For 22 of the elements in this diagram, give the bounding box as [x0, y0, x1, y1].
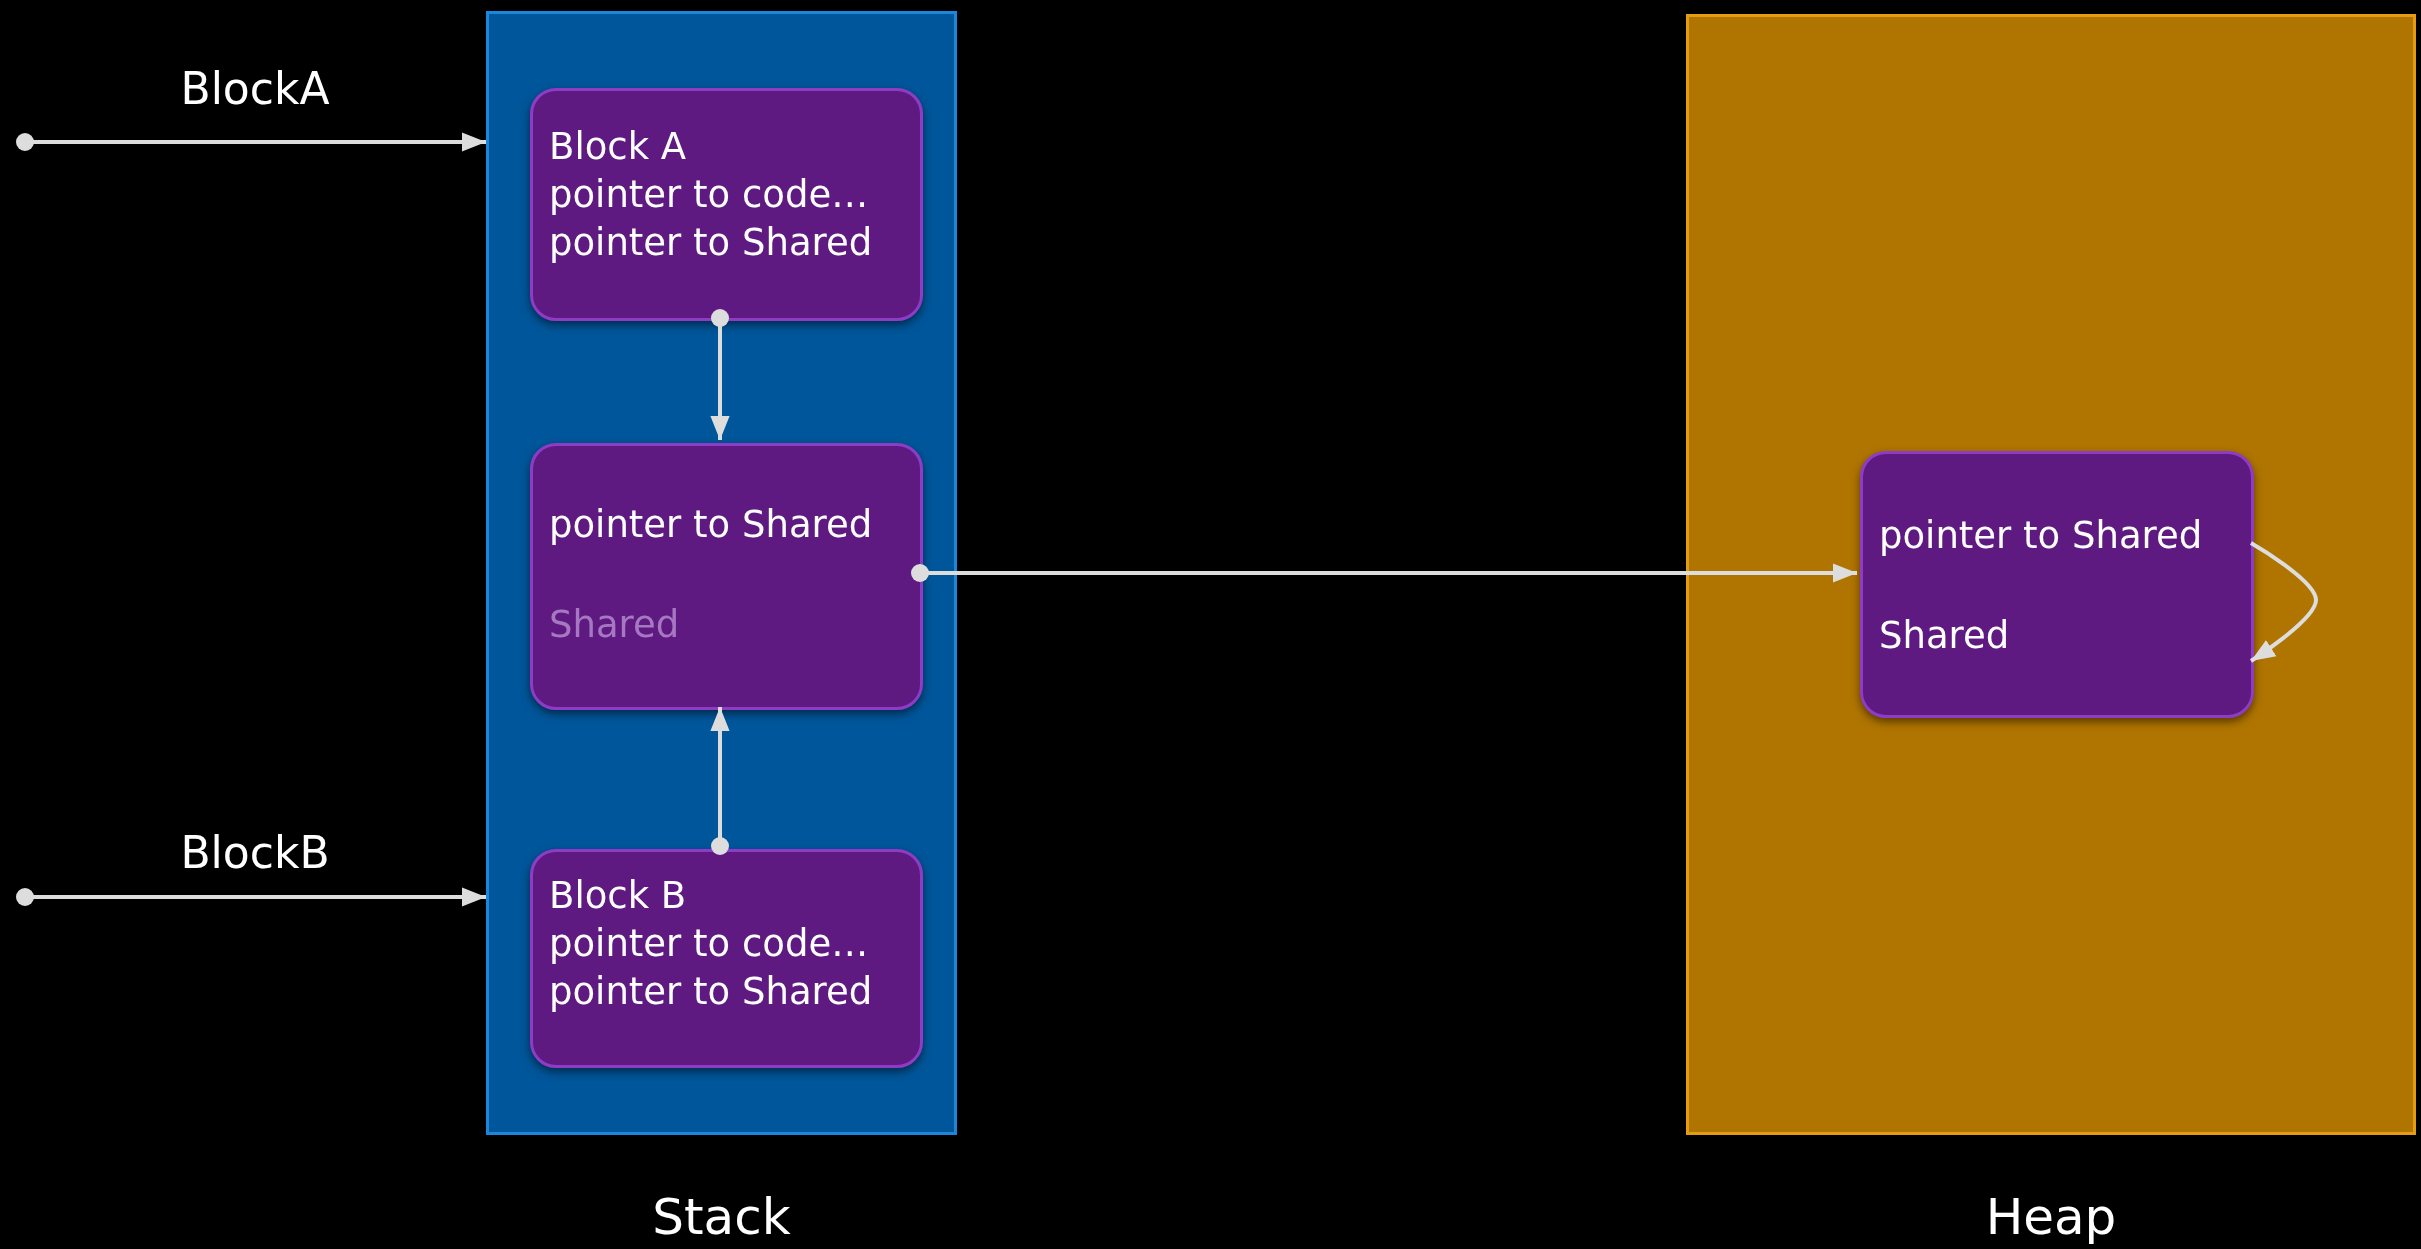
memory-block	[530, 849, 923, 1068]
memory-block	[530, 88, 923, 321]
field-label: Shared	[549, 602, 680, 648]
memory-block	[530, 443, 923, 710]
arrow	[710, 707, 730, 855]
memory-block	[1860, 451, 2254, 718]
field-label: pointer to code…	[549, 921, 869, 967]
field-label: pointer to Shared	[1879, 513, 2203, 559]
field-label: pointer to Shared	[549, 969, 873, 1015]
field-label: pointer to Shared	[549, 502, 873, 548]
arrow	[16, 132, 486, 152]
block-title: Block B	[549, 873, 687, 919]
arrow	[2249, 541, 2318, 663]
field-label: Shared	[1879, 613, 2010, 659]
panel-title: Heap	[1984, 1188, 2118, 1246]
field-label: pointer to Shared	[549, 220, 873, 266]
arrow	[710, 309, 730, 440]
field-label: pointer to code…	[549, 172, 869, 218]
arrow	[16, 887, 486, 907]
arrow	[911, 563, 1857, 583]
block-title: Block A	[549, 124, 687, 170]
panel-title: Stack	[651, 1188, 792, 1246]
